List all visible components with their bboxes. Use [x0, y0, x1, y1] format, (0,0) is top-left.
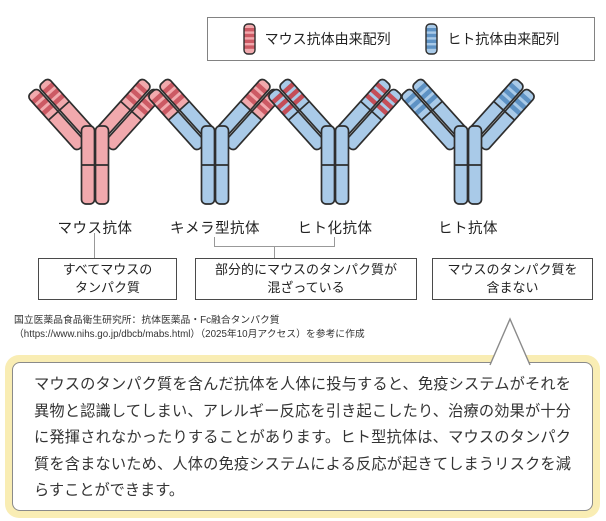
callout-text: マウスのタンパク質を含んだ抗体を人体に投与すると、免疫システムがそれを異物と認識…: [34, 376, 571, 499]
callout-bubble-inner: マウスのタンパク質を含んだ抗体を人体に投与すると、免疫システムがそれを異物と認識…: [12, 362, 593, 511]
note-box-no-mouse-line1: マウスのタンパク質を: [447, 262, 578, 277]
note-box-partially-mouse: 部分的にマウスのタンパク質が 混ざっている: [195, 258, 417, 300]
callout-bubble: マウスのタンパク質を含んだ抗体を人体に投与すると、免疫システムがそれを異物と認識…: [5, 355, 600, 518]
source-citation: 国立医薬品食品衛生研究所：抗体医薬品・Fc融合タンパク質 （https://ww…: [14, 314, 365, 342]
figure-human-antibody: ヒト抗体: [398, 76, 538, 238]
human-sequence-bar-icon: [425, 23, 439, 55]
human-antibody-label: ヒト抗体: [438, 221, 498, 237]
connector-line-mouse: [94, 233, 95, 258]
legend-item-mouse-sequence: マウス抗体由来配列: [242, 23, 391, 55]
note-box-all-mouse-line1: すべてマウスの: [62, 262, 153, 277]
figure-chimeric-antibody: キメラ型抗体: [145, 76, 285, 238]
connector-bracket-drop: [274, 246, 275, 258]
mouse-sequence-bar-icon: [242, 23, 256, 55]
chimeric-antibody-label: キメラ型抗体: [170, 221, 260, 237]
humanized-antibody-label: ヒト化抗体: [297, 221, 373, 237]
human-antibody-icon: [398, 76, 538, 217]
chimeric-antibody-icon: [145, 76, 285, 217]
figure-humanized-antibody: ヒト化抗体: [265, 76, 405, 238]
note-box-partially-mouse-line2: 混ざっている: [267, 280, 345, 295]
legend: マウス抗体由来配列 ヒト抗体由来配列: [207, 17, 595, 61]
humanized-antibody-icon: [265, 76, 405, 217]
source-citation-line2: （https://www.nihs.go.jp/dbcb/mabs.html）（…: [14, 329, 365, 340]
source-citation-line1: 国立医薬品食品衛生研究所：抗体医薬品・Fc融合タンパク質: [14, 315, 280, 326]
callout-pointer: [489, 317, 531, 366]
legend-item-human-sequence: ヒト抗体由来配列: [425, 23, 559, 55]
connector-bracket-right: [334, 237, 335, 247]
note-box-all-mouse-line2: タンパク質: [74, 280, 140, 295]
mouse-antibody-icon: [25, 76, 165, 217]
note-box-all-mouse: すべてマウスの タンパク質: [38, 258, 177, 300]
note-box-no-mouse-line2: 含まない: [486, 280, 539, 295]
legend-label-human: ヒト抗体由来配列: [447, 31, 560, 47]
figure-mouse-antibody: マウス抗体: [25, 76, 165, 238]
connector-bracket-left: [214, 237, 215, 247]
note-box-partially-mouse-line1: 部分的にマウスのタンパク質が: [214, 262, 397, 277]
legend-label-mouse: マウス抗体由来配列: [264, 31, 391, 47]
mouse-antibody-label: マウス抗体: [57, 221, 133, 237]
note-box-no-mouse: マウスのタンパク質を 含まない: [432, 258, 593, 300]
